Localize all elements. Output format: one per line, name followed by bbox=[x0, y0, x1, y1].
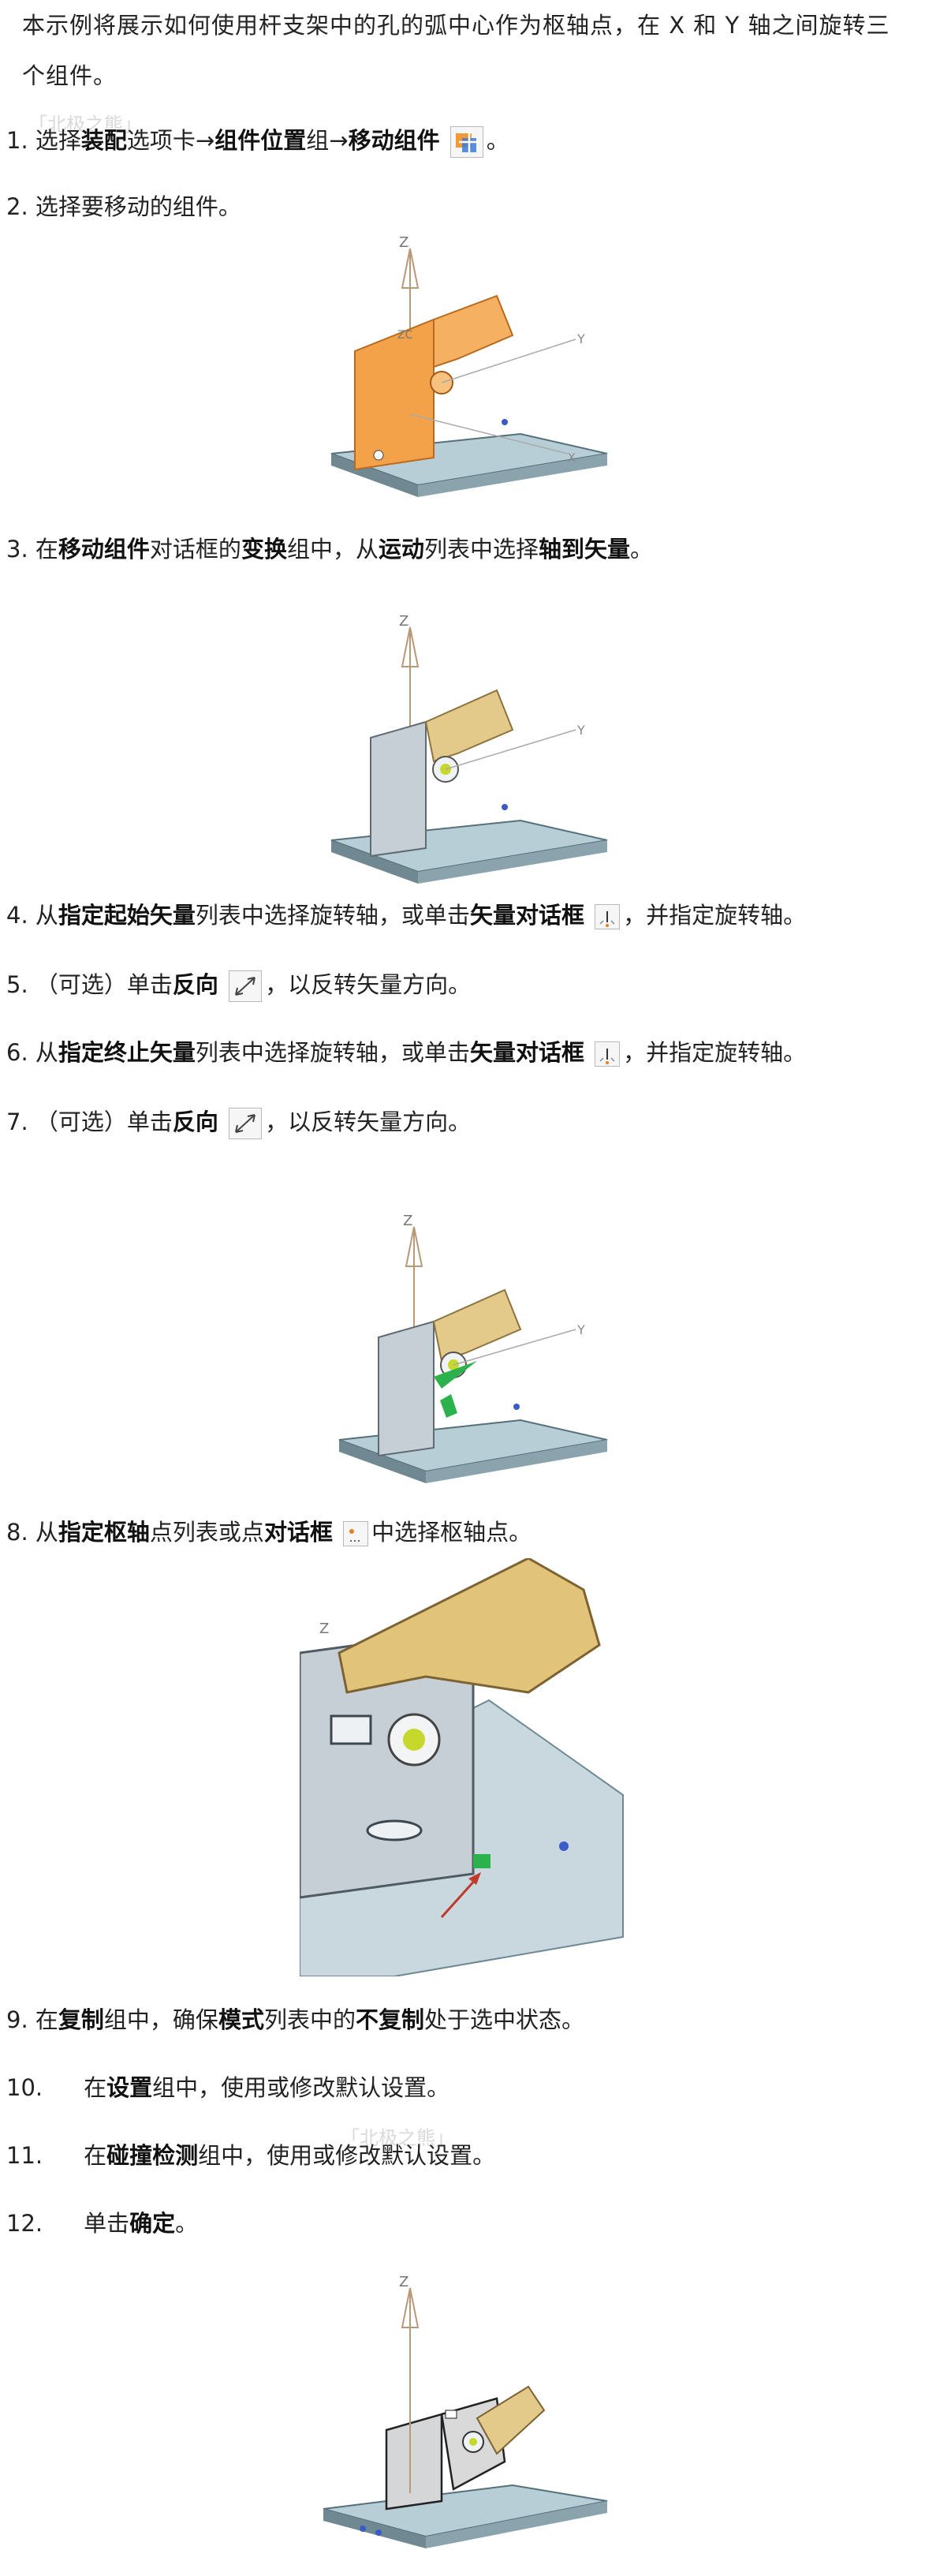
x-axis-label: X bbox=[568, 452, 576, 465]
y-axis-label-2: Y bbox=[576, 723, 585, 738]
step-6: 6. 从指定终止矢量列表中选择旋转轴，或单击矢量对话框 ，并指定旋转轴。 bbox=[6, 1039, 807, 1067]
step-3: 3. 在移动组件对话框的变换组中，从运动列表中选择轴到矢量。 bbox=[6, 536, 654, 563]
step-8: 8. 从指定枢轴点列表或点对话框 中选择枢轴点。 bbox=[6, 1519, 532, 1546]
step-4: 4. 从指定起始矢量列表中选择旋转轴，或单击矢量对话框 ，并指定旋转轴。 bbox=[6, 902, 807, 929]
z-axis-label-4: Z bbox=[319, 1621, 329, 1637]
y-axis-label-3: Y bbox=[576, 1322, 585, 1337]
z-axis-label-2: Z bbox=[399, 613, 408, 630]
figure-final-result: Z bbox=[323, 2274, 608, 2548]
watermark: 「北极之熊」 bbox=[28, 114, 142, 136]
zc-label: ZC bbox=[397, 329, 413, 342]
step-12: 12.单击确定。 bbox=[6, 2210, 199, 2237]
z-axis-label-5: Z bbox=[399, 2274, 408, 2290]
reverse-direction-icon[interactable] bbox=[229, 970, 263, 1002]
figure-axis-to-vector: Z Y bbox=[330, 613, 608, 884]
intro-paragraph: 本示例将展示如何使用杆支架中的孔的弧中心作为枢轴点，在 X 和 Y 轴之间旋转三… bbox=[22, 12, 890, 89]
vector-dialog-icon-2[interactable] bbox=[595, 1041, 621, 1067]
move-component-icon[interactable] bbox=[449, 126, 483, 158]
step-7: 7. （可选）单击反向 ，以反转矢量方向。 bbox=[6, 1105, 471, 1139]
watermark-2: 「北极之熊」 bbox=[341, 2127, 454, 2149]
figure-pivot-point: Z bbox=[300, 1558, 624, 1976]
vector-dialog-icon[interactable] bbox=[595, 904, 621, 929]
step-11: 11.在碰撞检测组中，使用或修改默认设置。 bbox=[6, 2142, 496, 2169]
y-axis-label: Y bbox=[576, 331, 585, 346]
step-10: 10.在设置组中，使用或修改默认设置。 bbox=[6, 2074, 450, 2101]
z-axis-label: Z bbox=[399, 234, 408, 251]
step-2: 2. 选择要移动的组件。 bbox=[6, 193, 241, 220]
z-axis-label-3: Z bbox=[403, 1213, 412, 1229]
step-5: 5. （可选）单击反向 ，以反转矢量方向。 bbox=[6, 967, 471, 1002]
step-9: 9. 在复制组中，确保模式列表中的不复制处于选中状态。 bbox=[6, 2006, 584, 2033]
step-1: 1. 选择装配选项卡→组件位置组→移动组件 。 bbox=[6, 123, 509, 158]
figure-specify-vectors: Z Y bbox=[338, 1213, 608, 1483]
reverse-direction-icon-2[interactable] bbox=[229, 1108, 263, 1139]
point-dialog-icon[interactable] bbox=[343, 1521, 369, 1546]
figure-select-components: Z Y X ZC bbox=[330, 234, 608, 497]
